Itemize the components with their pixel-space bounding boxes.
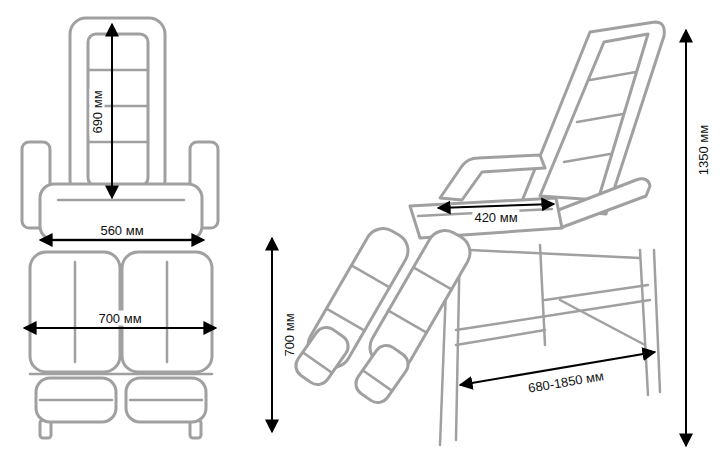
dimension-label: 700 мм [282, 311, 297, 358]
front-view [22, 18, 218, 438]
dimension-label: 420 мм [472, 210, 519, 225]
dimension-label: 690 мм [90, 88, 105, 135]
side-view [291, 22, 664, 445]
dimension-label: 1350 мм [696, 123, 711, 177]
dimension-lines [24, 24, 686, 446]
dimension-label: 700 мм [96, 311, 143, 326]
dimension-label: 560 мм [98, 223, 145, 238]
